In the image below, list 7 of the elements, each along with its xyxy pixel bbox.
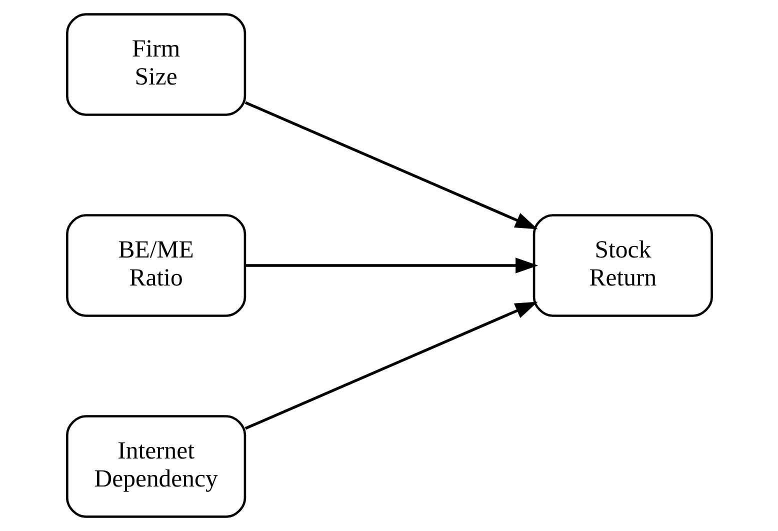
node-box: Stock Return	[532, 214, 712, 317]
node-box: BE/ME Ratio	[66, 214, 246, 317]
arrow	[244, 101, 538, 230]
arrow	[244, 258, 538, 274]
node-box: Firm Size	[66, 13, 246, 116]
node-box: Internet Dependency	[66, 415, 246, 518]
arrow	[244, 302, 538, 430]
